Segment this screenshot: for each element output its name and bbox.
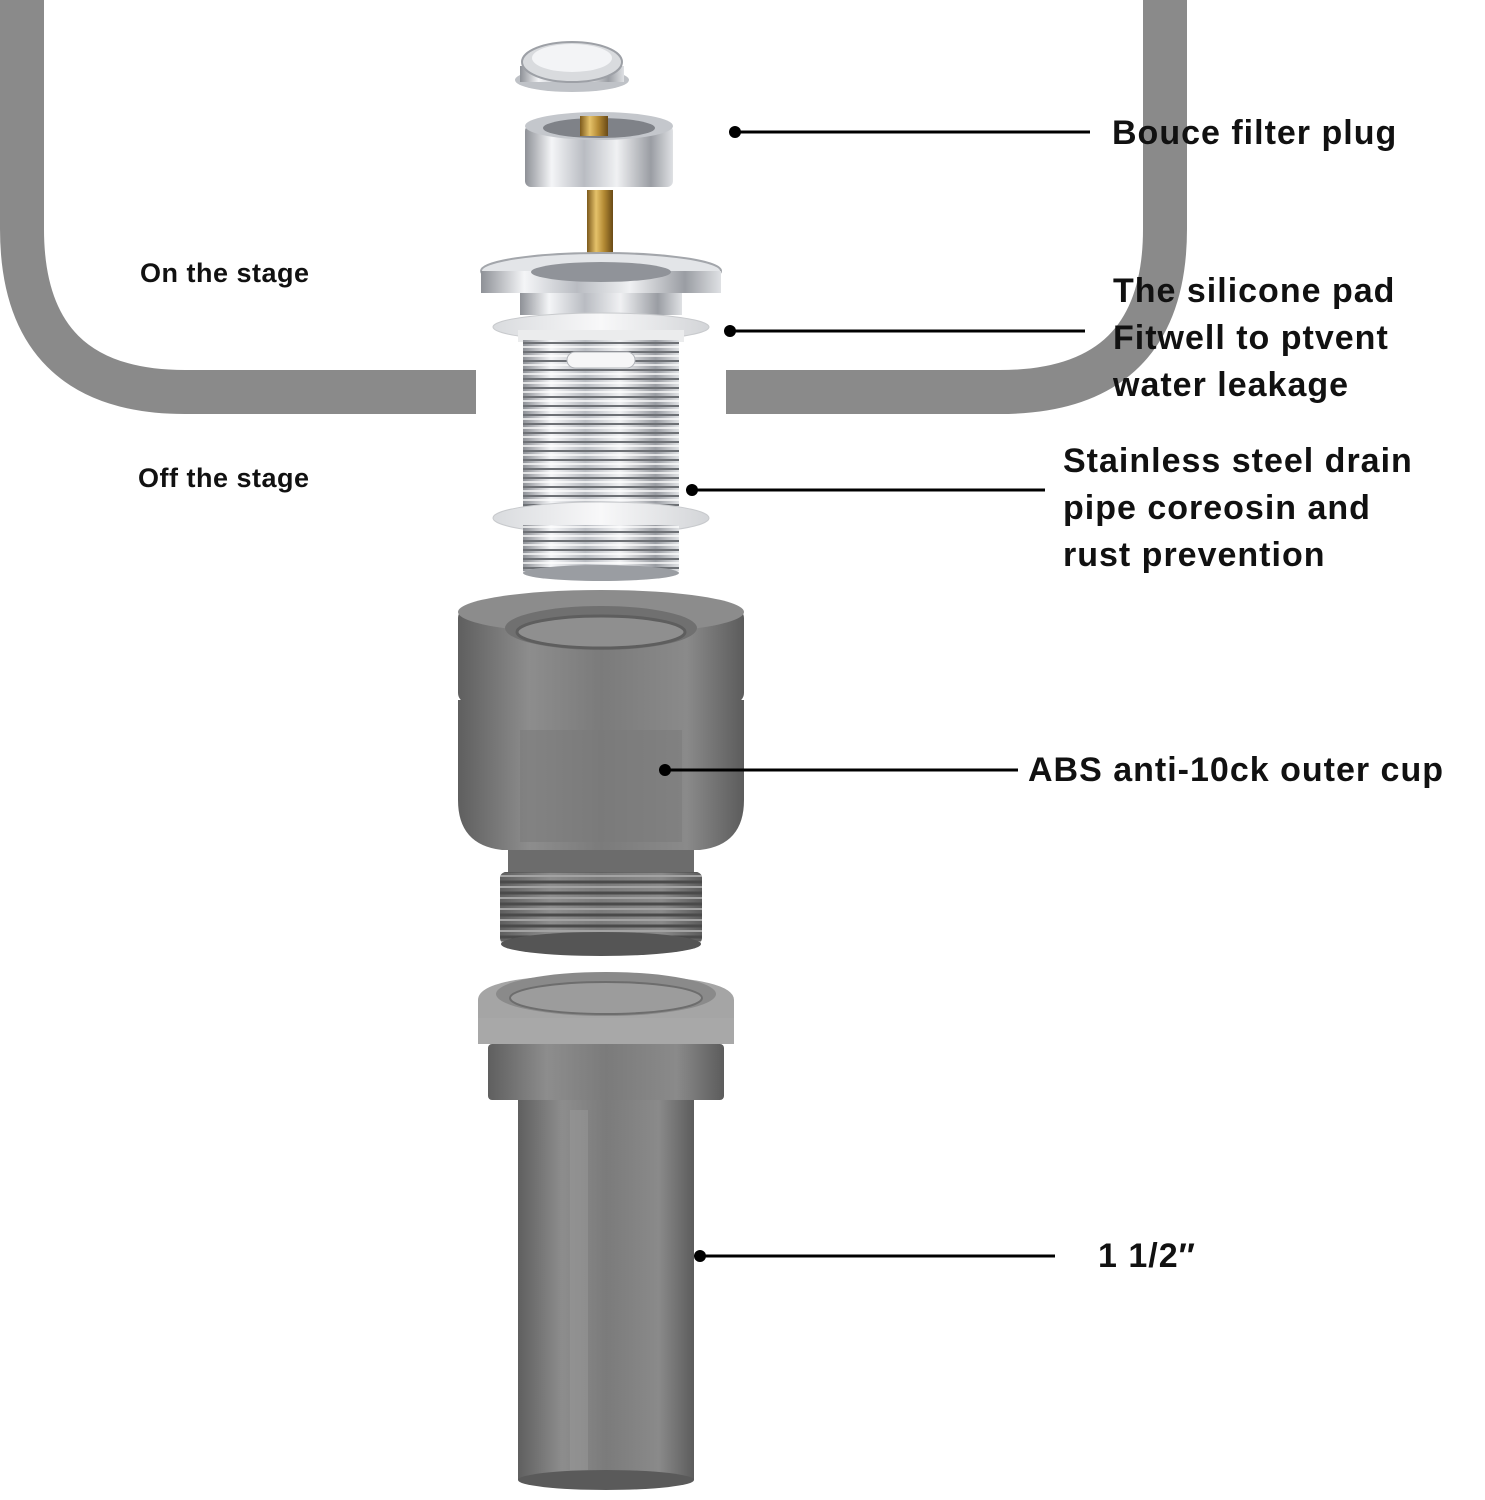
callout-bounce-filter-plug: Bouce filter plug	[1112, 114, 1398, 152]
callout-abs-outer-cup: ABS anti-10ck outer cup	[1028, 751, 1444, 789]
off-stage-label: Off the stage	[138, 463, 310, 493]
leader-pad-dot	[724, 325, 736, 337]
leader-lines	[659, 126, 1090, 1262]
callout-silicone-pad: The silicone pad Fitwell to ptvent water…	[1113, 272, 1396, 404]
leader-cup-dot	[659, 764, 671, 776]
leader-pipe-dot	[686, 484, 698, 496]
tailpiece-pipe	[478, 972, 734, 1490]
leader-size-dot	[694, 1250, 706, 1262]
abs-outer-cup	[458, 590, 744, 956]
leader-plug-dot	[729, 126, 741, 138]
stainless-drain-pipe	[480, 252, 722, 581]
callout-stainless-pipe: Stainless steel drain pipe coreosin and …	[1063, 442, 1413, 574]
basin-outline	[0, 0, 1187, 414]
callout-pipe-size: 1 1/2″	[1098, 1237, 1196, 1275]
bounce-filter-plug	[515, 41, 673, 282]
on-stage-label: On the stage	[140, 258, 310, 288]
